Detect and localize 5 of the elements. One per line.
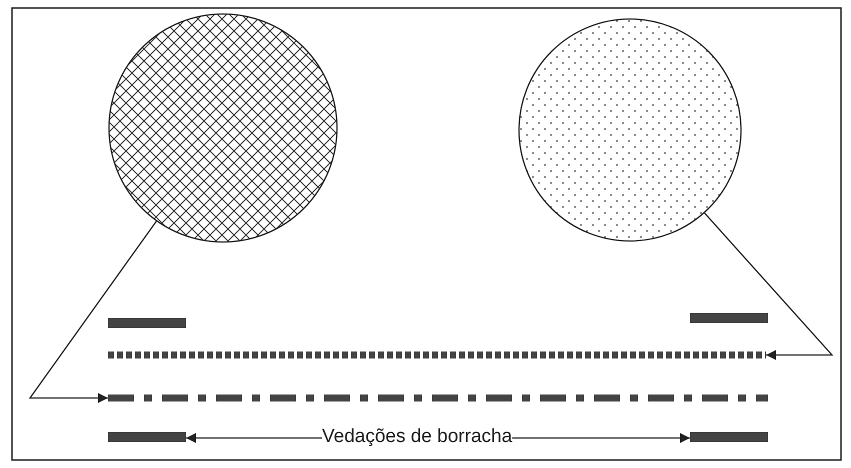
leader-line <box>512 433 690 443</box>
leader-line <box>704 212 834 360</box>
seal-label: Vedações de borracha <box>322 426 512 448</box>
leader-line <box>28 220 158 403</box>
leader-line <box>186 433 322 443</box>
